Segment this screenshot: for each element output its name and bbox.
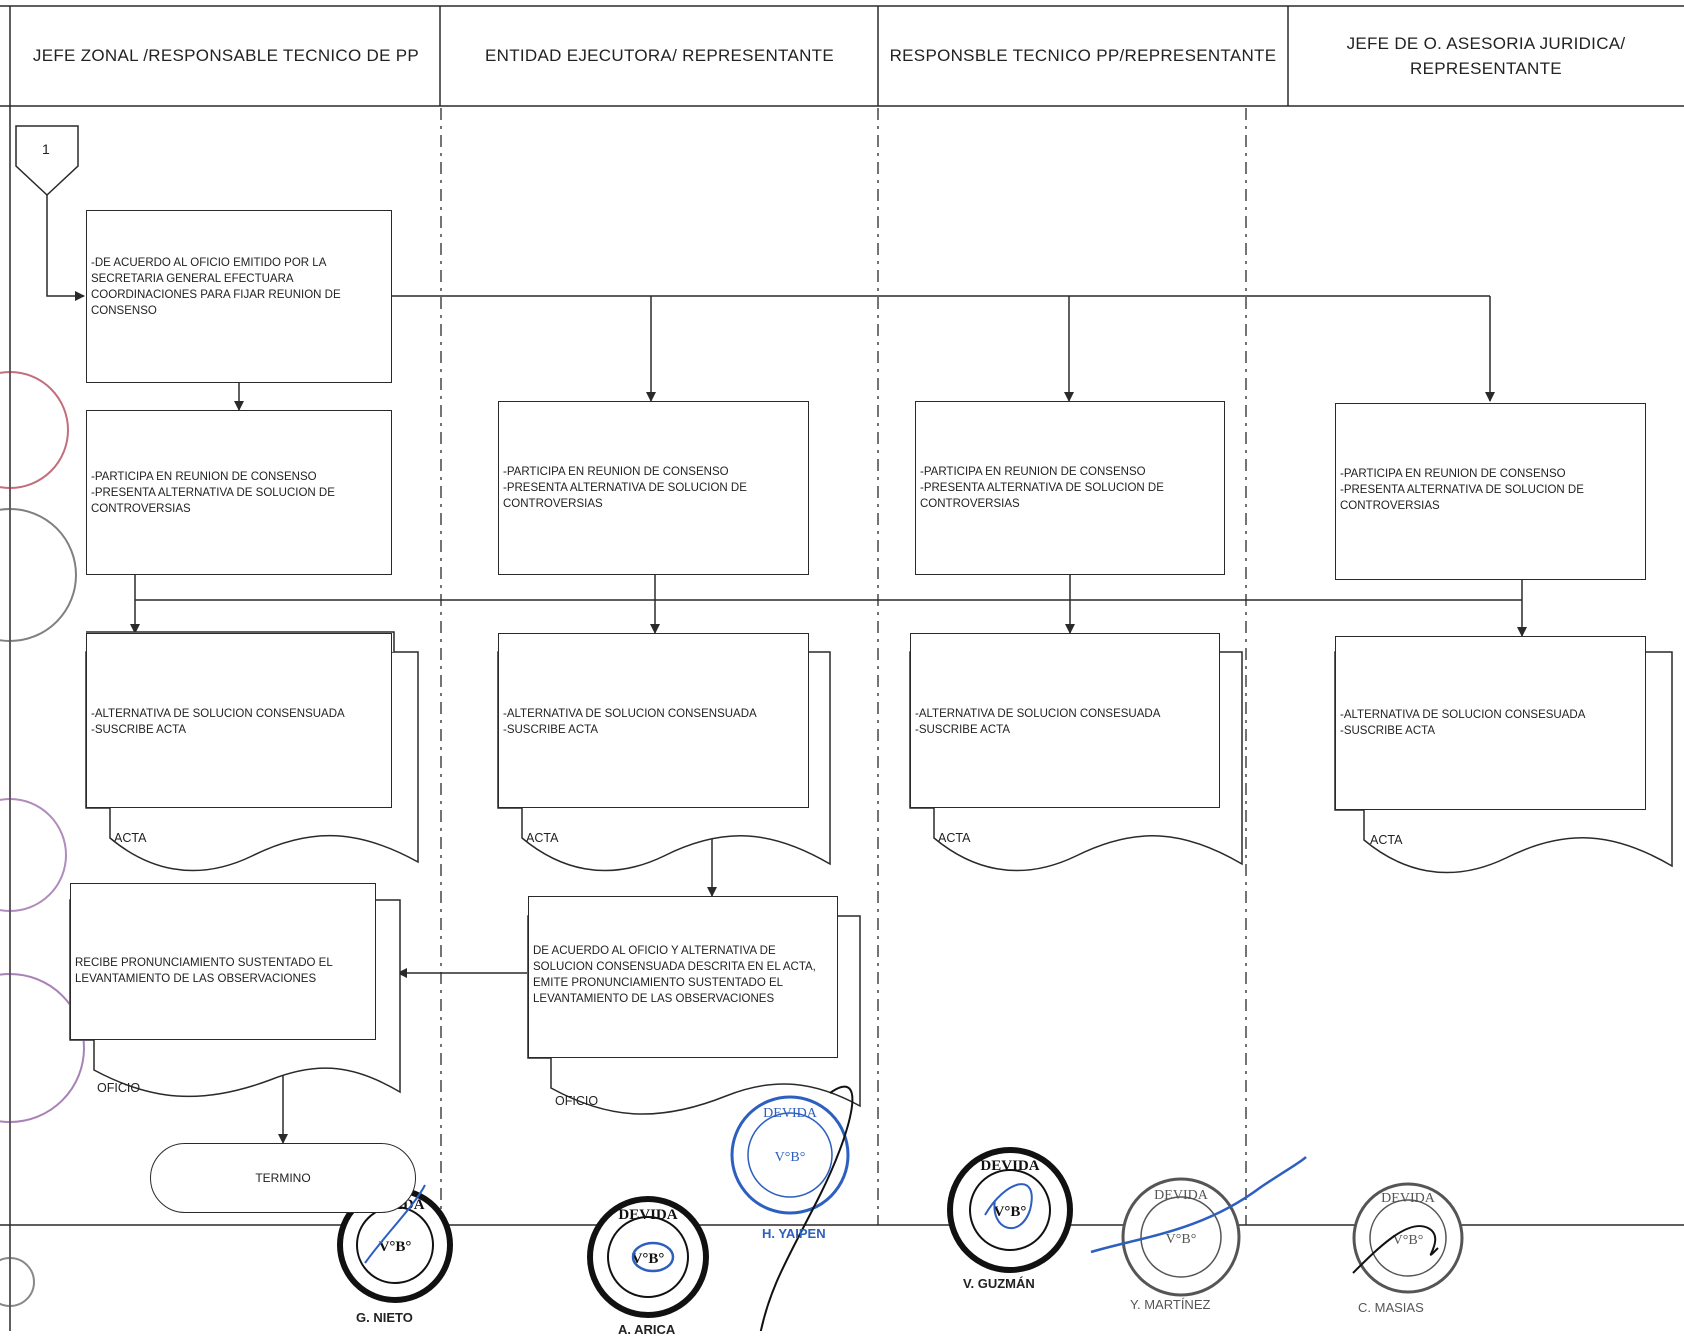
svg-text:DEVIDA: DEVIDA: [763, 1106, 818, 1121]
signature-name-guzman: V. GUZMÁN: [963, 1276, 1035, 1291]
svg-text:V°B°: V°B°: [1166, 1232, 1197, 1247]
process-participate-3: -PARTICIPA EN REUNION DE CONSENSO -PRESE…: [915, 401, 1225, 575]
document-acta-3: -ALTERNATIVA DE SOLUCION CONSESUADA -SUS…: [910, 633, 1220, 808]
document-acta-4-text: -ALTERNATIVA DE SOLUCION CONSESUADA -SUS…: [1340, 709, 1586, 738]
left-stamp-fragments: [0, 371, 85, 1307]
document-receive-tag: OFICIO: [97, 1081, 141, 1095]
seal-martinez: DEVIDA V°B°: [1090, 1156, 1307, 1297]
document-issue-text: DE ACUERDO AL OFICIO Y ALTERNATIVA DE SO…: [533, 945, 816, 1006]
process-participate-3-text: -PARTICIPA EN REUNION DE CONSENSO -PRESE…: [920, 466, 1164, 511]
offpage-connector: [15, 125, 79, 197]
terminator-termino: TERMINO: [150, 1143, 416, 1213]
seal-arica: DEVIDA V°B°: [587, 1196, 709, 1318]
flow-lines: [46, 195, 1527, 1144]
header-band: [0, 5, 1684, 1331]
document-receive-text: RECIBE PRONUNCIAMIENTO SUSTENTADO EL LEV…: [75, 957, 333, 986]
signature-name-martinez: Y. MARTÍNEZ: [1130, 1297, 1211, 1312]
document-acta-2-text: -ALTERNATIVA DE SOLUCION CONSENSUADA -SU…: [503, 708, 757, 737]
lane-title-jefe-zonal: JEFE ZONAL /RESPONSABLE TECNICO DE PP: [32, 46, 420, 66]
document-issue-tag: OFICIO: [555, 1094, 599, 1108]
process-participate-4-text: -PARTICIPA EN REUNION DE CONSENSO -PRESE…: [1340, 468, 1584, 513]
document-acta-4: -ALTERNATIVA DE SOLUCION CONSESUADA -SUS…: [1335, 636, 1646, 810]
lane-title-responsable-tecnico: RESPONSBLE TECNICO PP/REPRESENTANTE: [889, 46, 1277, 66]
document-acta-1: -ALTERNATIVA DE SOLUCION CONSENSUADA -SU…: [86, 633, 392, 808]
seal-guzman: DEVIDA V°B°: [947, 1147, 1073, 1273]
document-acta-2-tag: ACTA: [526, 831, 559, 845]
svg-text:V°B°: V°B°: [632, 1251, 665, 1267]
process-participate-1: -PARTICIPA EN REUNION DE CONSENSO -PRESE…: [86, 410, 392, 575]
arrow-connector-to-coordinate: [46, 195, 85, 301]
svg-text:V°B°: V°B°: [994, 1204, 1027, 1220]
svg-text:DEVIDA: DEVIDA: [618, 1207, 677, 1223]
seal-masias: DEVIDA V°B°: [1352, 1182, 1464, 1294]
document-acta-3-tag: ACTA: [938, 831, 971, 845]
signature-name-masias: C. MASIAS: [1358, 1300, 1424, 1315]
signature-name-nieto: G. NIETO: [356, 1310, 413, 1325]
svg-text:V°B°: V°B°: [775, 1150, 806, 1165]
process-participate-2: -PARTICIPA EN REUNION DE CONSENSO -PRESE…: [498, 401, 809, 575]
signature-name-arica: A. ARICA: [618, 1322, 676, 1337]
process-coordinate: -DE ACUERDO AL OFICIO EMITIDO POR LA SEC…: [86, 210, 392, 383]
process-participate-2-text: -PARTICIPA EN REUNION DE CONSENSO -PRESE…: [503, 466, 747, 511]
document-receive: RECIBE PRONUNCIAMIENTO SUSTENTADO EL LEV…: [70, 883, 376, 1040]
svg-text:DEVIDA: DEVIDA: [1154, 1188, 1209, 1203]
svg-text:DEVIDA: DEVIDA: [980, 1158, 1039, 1174]
svg-text:V°B°: V°B°: [1393, 1233, 1424, 1248]
svg-text:DEVIDA: DEVIDA: [1381, 1191, 1436, 1206]
lane-title-entidad-ejecutora: ENTIDAD EJECUTORA/ REPRESENTANTE: [484, 46, 835, 66]
document-issue: DE ACUERDO AL OFICIO Y ALTERNATIVA DE SO…: [528, 896, 838, 1058]
document-acta-3-text: -ALTERNATIVA DE SOLUCION CONSESUADA -SUS…: [915, 708, 1161, 737]
document-acta-4-tag: ACTA: [1370, 833, 1403, 847]
process-coordinate-text: -DE ACUERDO AL OFICIO EMITIDO POR LA SEC…: [91, 257, 341, 318]
lane-separators: [440, 108, 1247, 1225]
process-participate-4: -PARTICIPA EN REUNION DE CONSENSO -PRESE…: [1335, 403, 1646, 580]
lane-title-asesoria-juridica: JEFE DE O. ASESORIA JURIDICA/ REPRESENTA…: [1346, 33, 1626, 79]
seal-yaipen: DEVIDA V°B°: [730, 1085, 854, 1331]
connector-label: 1: [42, 141, 50, 157]
process-participate-1-text: -PARTICIPA EN REUNION DE CONSENSO -PRESE…: [91, 471, 335, 516]
svg-text:V°B°: V°B°: [379, 1239, 412, 1255]
signature-name-yaipen: H. YAIPEN: [762, 1226, 826, 1241]
document-acta-1-text: -ALTERNATIVA DE SOLUCION CONSENSUADA -SU…: [91, 708, 345, 737]
document-acta-1-tag: ACTA: [114, 831, 147, 845]
document-acta-2: -ALTERNATIVA DE SOLUCION CONSENSUADA -SU…: [498, 633, 809, 808]
